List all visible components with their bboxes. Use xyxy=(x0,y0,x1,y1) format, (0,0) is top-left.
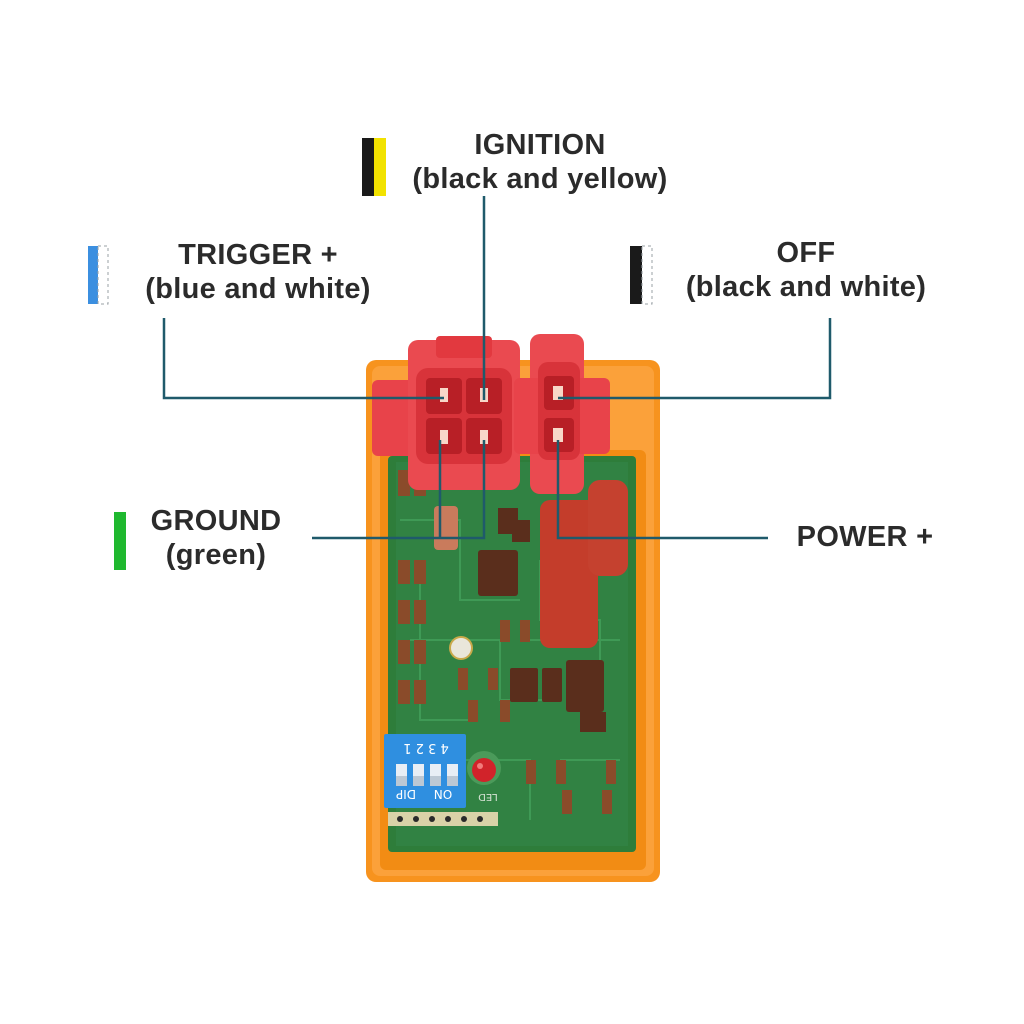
ground-swatch xyxy=(114,512,126,570)
dip-dip-text: DIP xyxy=(396,787,416,801)
off-leader xyxy=(558,318,832,400)
dip-on-text: ON xyxy=(434,787,452,801)
ignition-name: IGNITION xyxy=(474,129,606,161)
trigger-name: TRIGGER + xyxy=(178,239,338,271)
off-swatch xyxy=(630,245,653,305)
ignition-label: IGNITION (black and yellow) xyxy=(390,128,690,196)
ignition-colors: (black and yellow) xyxy=(412,163,668,195)
ground-name: GROUND xyxy=(150,505,282,537)
dip-numbers-text: 4 3 2 1 xyxy=(403,740,448,755)
dip-switch: 4 3 2 1 ON DIP xyxy=(384,734,466,808)
power-leader xyxy=(556,440,768,540)
ignition-swatch xyxy=(362,138,386,196)
led-indicator: LED xyxy=(467,751,501,802)
ground-colors: (green) xyxy=(165,539,267,571)
ground-label: GROUND (green) xyxy=(136,504,296,572)
ground-leader xyxy=(312,440,486,540)
trigger-label: TRIGGER + (blue and white) xyxy=(118,238,398,306)
power-name: POWER + xyxy=(796,521,934,553)
trigger-leader xyxy=(162,318,444,400)
power-label: POWER + xyxy=(780,520,950,554)
led-text: LED xyxy=(478,791,498,802)
off-colors: (black and white) xyxy=(685,271,927,303)
off-label: OFF (black and white) xyxy=(664,236,948,304)
leader-lines xyxy=(162,196,832,540)
connector-2pin xyxy=(514,334,610,494)
off-name: OFF xyxy=(776,237,836,269)
pcb-board: 4 3 2 1 ON DIP LED xyxy=(384,456,636,852)
trigger-swatch xyxy=(88,245,109,305)
trigger-colors: (blue and white) xyxy=(145,273,371,305)
